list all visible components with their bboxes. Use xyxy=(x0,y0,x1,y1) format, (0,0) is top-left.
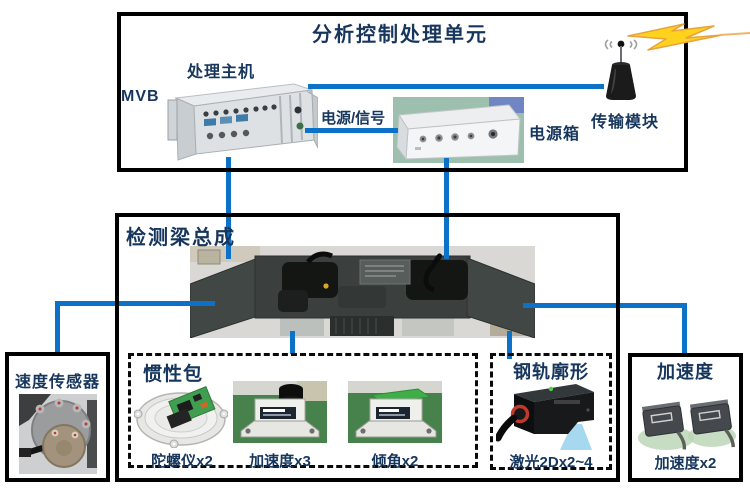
line-host-to-powerbox xyxy=(305,128,398,133)
accelerometer-label: 加速度x3 xyxy=(249,453,311,470)
power-box-label: 电源箱 xyxy=(529,126,581,143)
laser-label: 激光2Dx2~4 xyxy=(509,454,593,471)
line-beam-to-railprofile xyxy=(507,331,512,359)
acceleration-label: 加速度x2 xyxy=(654,455,717,472)
line-host-to-beam xyxy=(226,157,231,259)
line-powerbox-to-beam xyxy=(444,158,449,259)
gyro-label: 陀螺仪x2 xyxy=(151,453,213,470)
beam-photo xyxy=(190,246,535,338)
speed-sensor-box xyxy=(5,352,110,482)
line-beam-to-speedsensor-h xyxy=(55,301,215,306)
processing-host-photo xyxy=(167,83,318,161)
accelerometer-photo xyxy=(233,381,327,443)
inertial-package-title: 惯性包 xyxy=(143,364,204,385)
gyro-photo xyxy=(134,385,228,448)
line-beam-to-accel-h xyxy=(523,303,687,308)
mvb-label: MVB xyxy=(121,88,160,105)
analysis-control-unit-box xyxy=(117,12,688,172)
tilt-label: 倾角x2 xyxy=(371,453,419,470)
laser-photo xyxy=(496,384,594,450)
antenna-icon xyxy=(604,39,638,100)
acceleration-box xyxy=(628,353,743,482)
acceleration-title: 加速度 xyxy=(657,362,714,382)
line-beam-to-inertial xyxy=(290,331,295,354)
rail-profile-title: 钢轨廓形 xyxy=(513,362,589,382)
line-beam-to-accel-v xyxy=(682,303,687,354)
speed-sensor-title: 速度传感器 xyxy=(14,374,100,391)
inertial-package-box xyxy=(128,353,478,468)
rail-profile-box xyxy=(490,353,612,470)
transmission-module-label: 传输模块 xyxy=(591,114,660,131)
power-box-photo xyxy=(393,97,524,163)
tilt-photo xyxy=(348,381,442,443)
processing-host-label: 处理主机 xyxy=(187,64,256,81)
power-signal-label: 电源/信号 xyxy=(321,110,386,127)
axle-sensor-photo xyxy=(19,394,97,474)
detection-beam-title: 检测梁总成 xyxy=(126,227,236,249)
line-host-to-antenna xyxy=(308,84,604,89)
dual-accel-photo xyxy=(638,399,736,450)
lightning-icon xyxy=(627,23,750,51)
line-beam-to-speedsensor-v xyxy=(55,301,60,353)
detection-beam-box xyxy=(115,213,620,482)
analysis-control-unit-title: 分析控制处理单元 xyxy=(312,24,488,46)
